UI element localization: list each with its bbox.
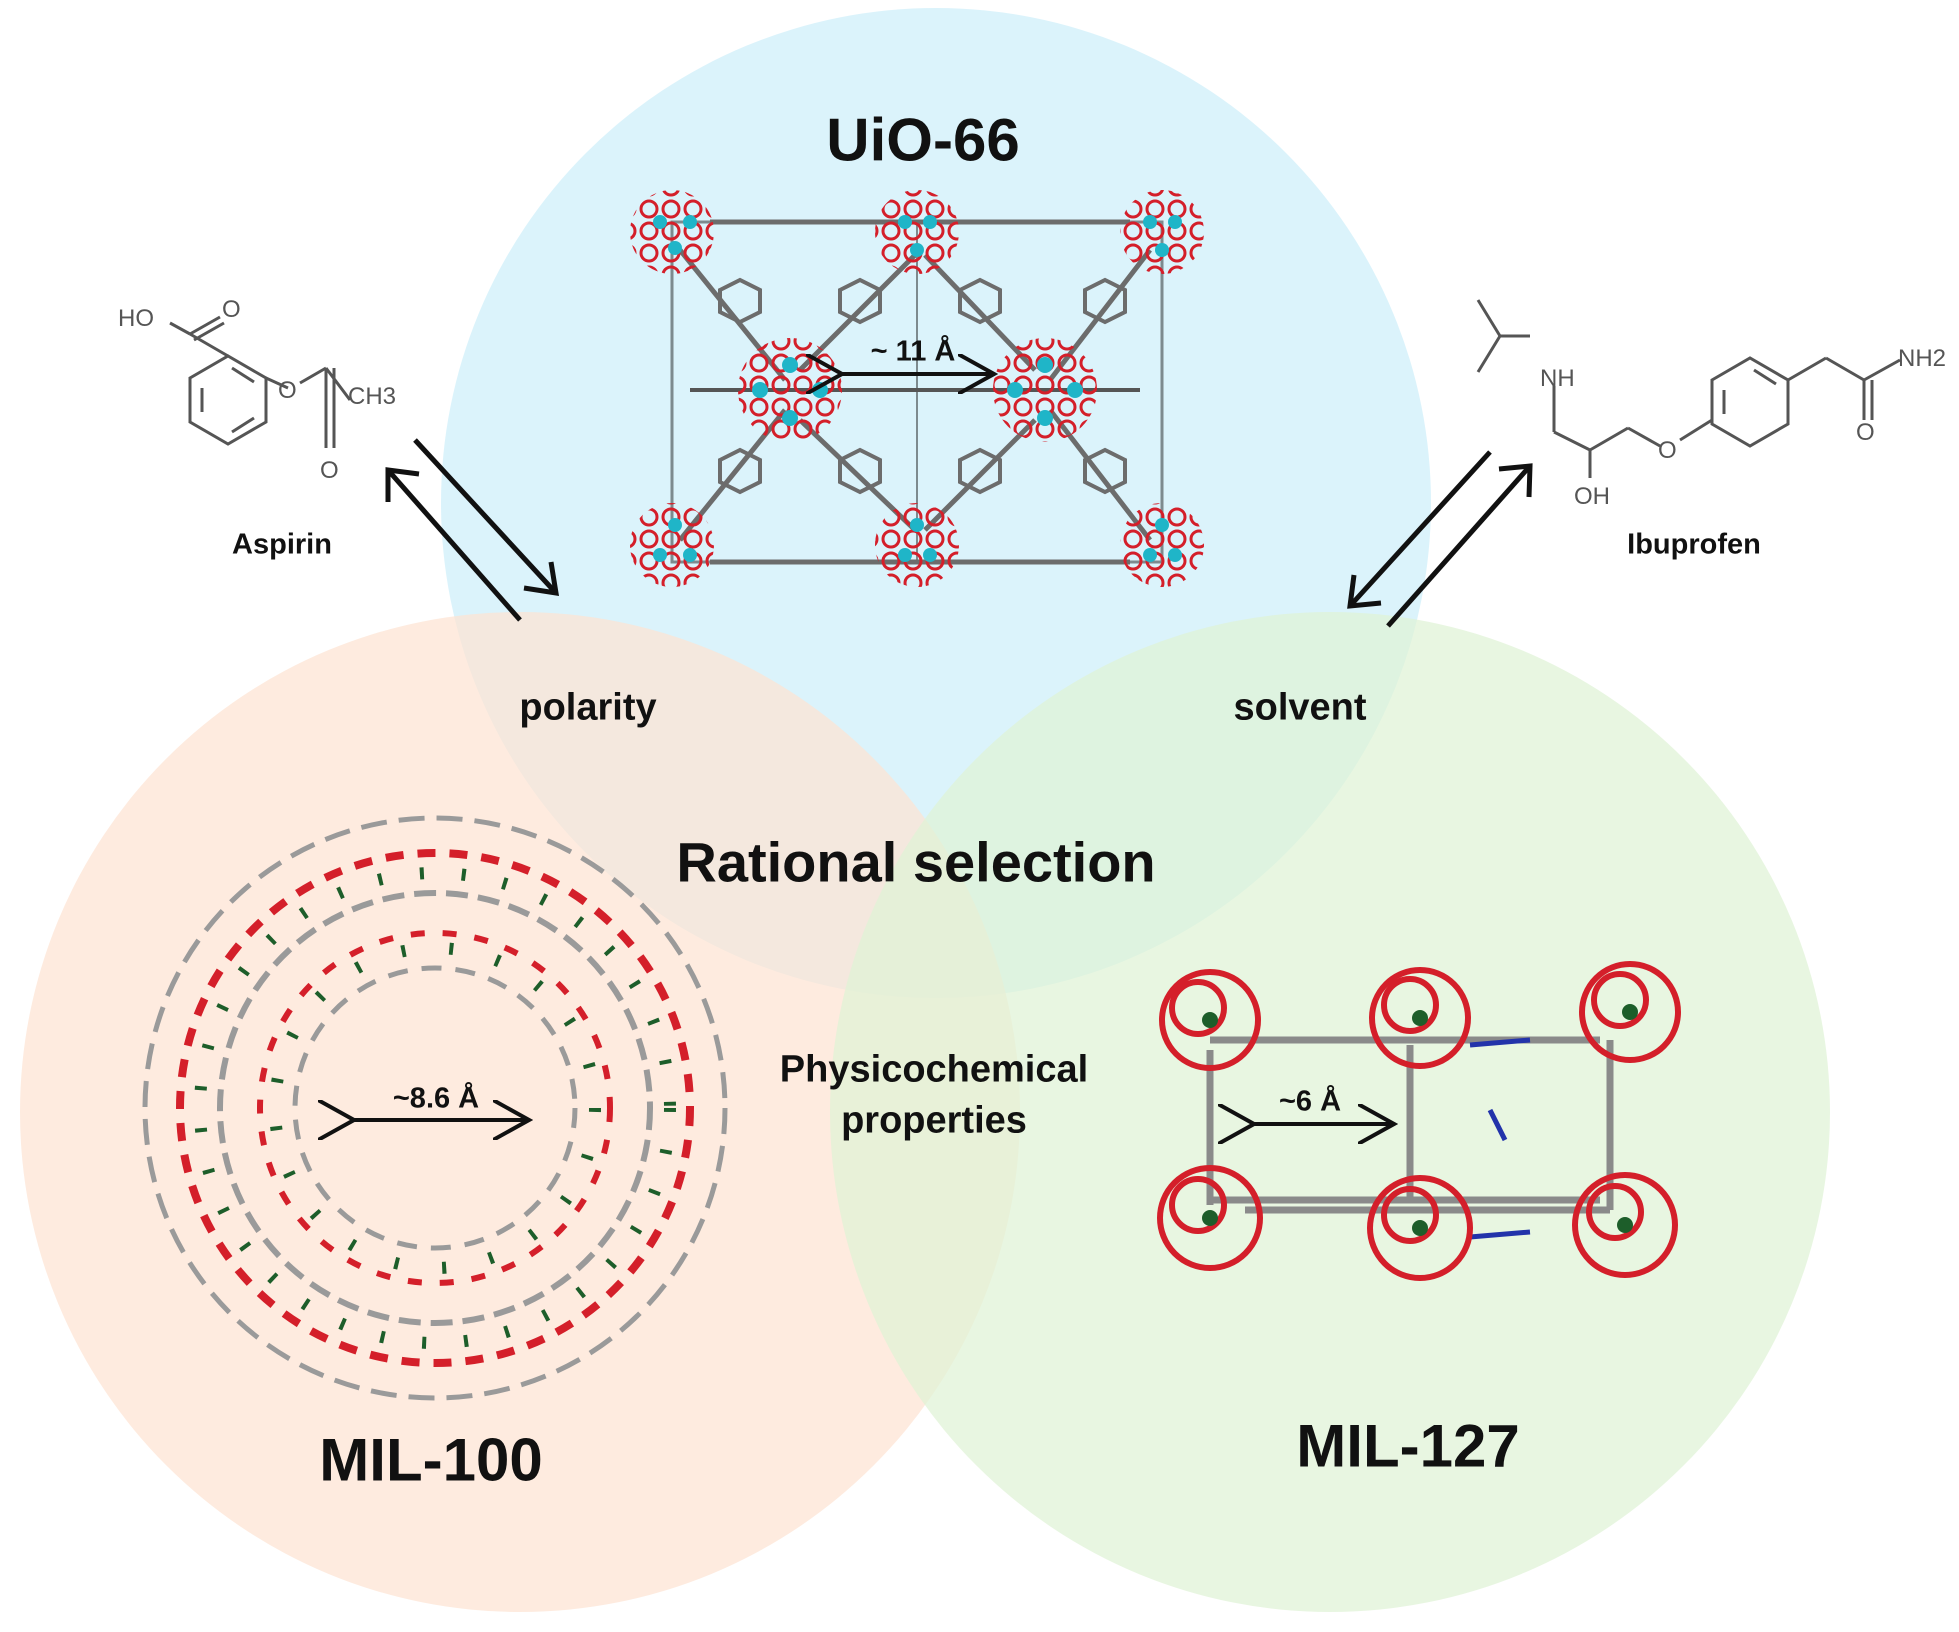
mil100-structure xyxy=(142,815,728,1401)
ibuprofen-atoms: NH OH O NH2 O xyxy=(1540,345,1946,510)
uio66-title: UiO-66 xyxy=(826,106,1020,174)
uio66-pore-size: ~ 11 Å xyxy=(870,335,956,368)
mil100-title: MIL-100 xyxy=(319,1426,543,1494)
svg-text:O: O xyxy=(278,377,297,404)
ibuprofen-structure xyxy=(1476,299,1901,478)
physicochemical-label: Physicochemical properties xyxy=(780,1045,1088,1148)
aspirin-atoms: HO O O CH3 O xyxy=(118,296,396,484)
svg-text:O: O xyxy=(320,457,339,484)
mil100-pore-size: ~8.6 Å xyxy=(392,1082,480,1115)
aspirin-equilibrium-arrows xyxy=(385,438,560,622)
svg-text:CH3: CH3 xyxy=(348,383,396,410)
zr-clusters xyxy=(630,190,1204,587)
mil127-pore-size: ~6 Å xyxy=(1278,1085,1342,1118)
polarity-label: polarity xyxy=(519,686,657,729)
physicochemical-line1: Physicochemical xyxy=(779,1048,1089,1091)
svg-text:NH: NH xyxy=(1540,365,1575,392)
svg-text:O: O xyxy=(1658,437,1677,464)
svg-text:OH: OH xyxy=(1574,483,1610,510)
svg-text:O: O xyxy=(1856,419,1875,446)
ibuprofen-equilibrium-arrows xyxy=(1347,450,1533,628)
mil127-structure xyxy=(1157,961,1681,1281)
aspirin-name: Aspirin xyxy=(232,528,332,561)
svg-text:O: O xyxy=(222,296,241,323)
svg-text:HO: HO xyxy=(118,305,154,332)
uio66-structure xyxy=(630,190,1204,587)
center-label: Rational selection xyxy=(676,830,1156,894)
aspirin-structure xyxy=(169,315,352,448)
svg-text:NH2: NH2 xyxy=(1898,345,1946,372)
ibuprofen-name: Ibuprofen xyxy=(1627,528,1761,561)
physicochemical-line2: properties xyxy=(841,1100,1027,1142)
mil127-title: MIL-127 xyxy=(1296,1412,1520,1480)
solvent-label: solvent xyxy=(1233,686,1367,729)
